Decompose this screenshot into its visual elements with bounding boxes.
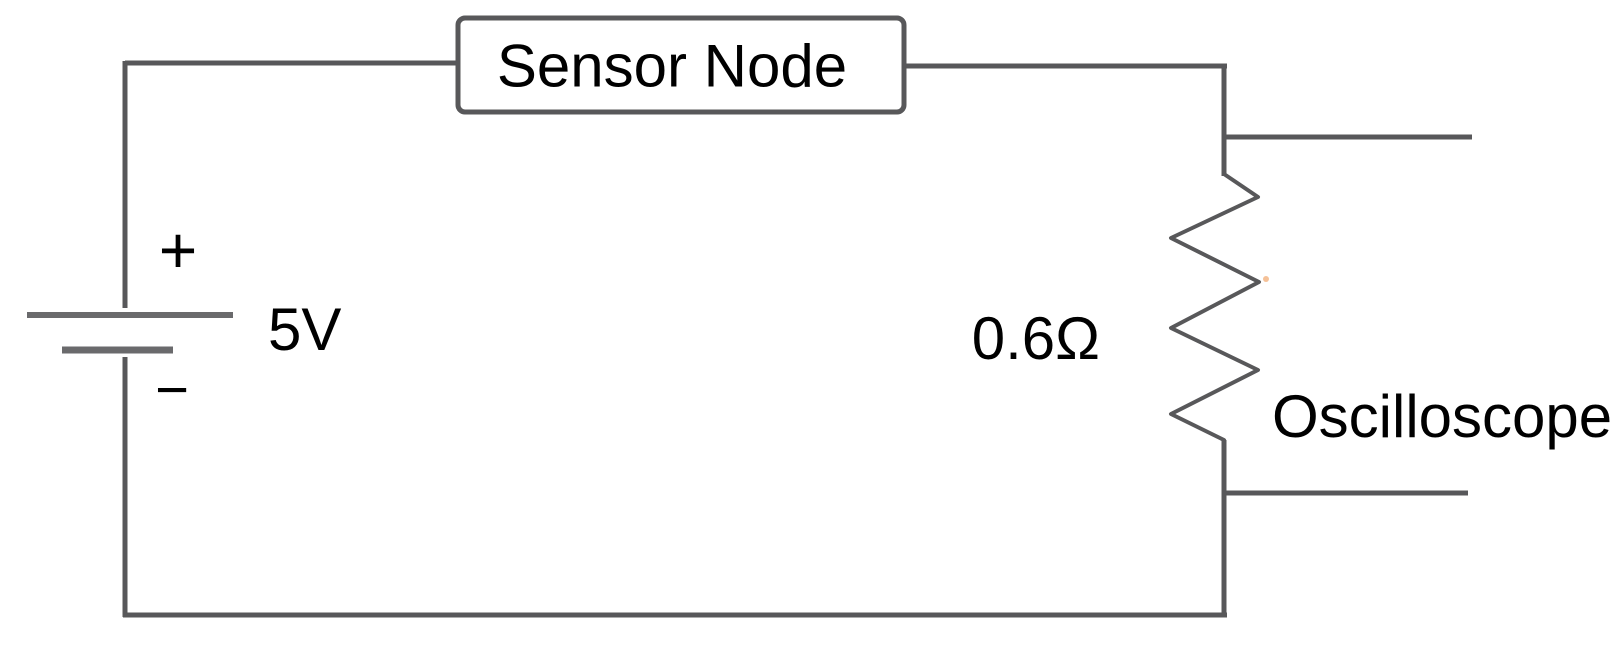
battery-minus-label: − <box>155 358 189 423</box>
sensor-node-component: Sensor Node <box>455 15 907 115</box>
battery-plus-label: + <box>159 213 198 287</box>
resistor-value-label: 0.6Ω <box>972 305 1100 372</box>
battery-symbol: + − 5V <box>27 213 341 423</box>
resistor-highlight-dot <box>1263 276 1269 282</box>
oscilloscope-label: Oscilloscope <box>1272 383 1612 450</box>
sensor-node-label: Sensor Node <box>497 33 847 100</box>
sensor-node-box <box>455 15 907 115</box>
resistor-symbol: 0.6Ω <box>972 172 1269 442</box>
resistor-zigzag-icon <box>1169 172 1261 442</box>
circuit-wires <box>122 60 1472 618</box>
battery-voltage-label: 5V <box>268 296 341 363</box>
